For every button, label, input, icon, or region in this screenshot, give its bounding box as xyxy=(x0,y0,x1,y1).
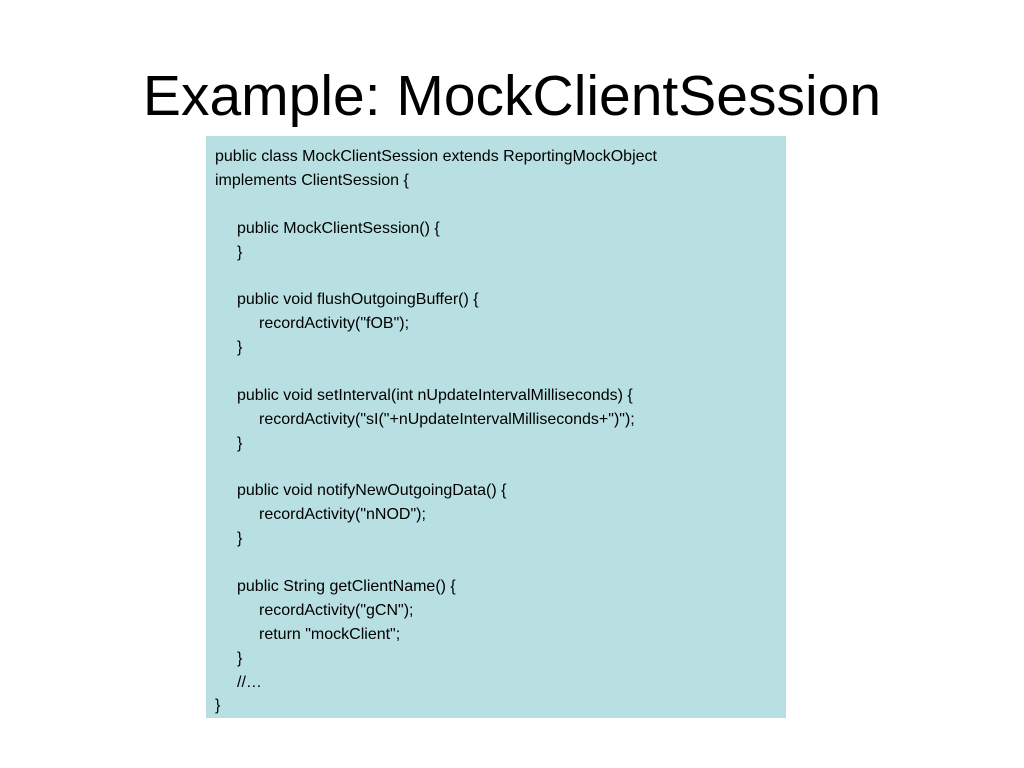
code-line: return "mockClient"; xyxy=(259,625,401,643)
code-line: implements ClientSession { xyxy=(215,171,409,189)
code-line: } xyxy=(215,697,221,715)
code-line xyxy=(215,193,786,217)
code-line: public void flushOutgoingBuffer() { xyxy=(237,291,479,309)
code-line: public class MockClientSession extends R… xyxy=(215,148,657,165)
code-line xyxy=(215,551,786,575)
code-line: recordActivity("nNOD"); xyxy=(259,506,426,524)
code-line xyxy=(215,360,786,384)
code-line: recordActivity("gCN"); xyxy=(259,601,414,619)
code-line: } xyxy=(237,243,243,261)
code-line: recordActivity("fOB"); xyxy=(259,315,410,333)
slide-title: Example: MockClientSession xyxy=(142,64,882,128)
code-line: public void setInterval(int nUpdateInter… xyxy=(237,386,633,404)
code-line: } xyxy=(237,649,243,667)
code-line: } xyxy=(237,339,243,357)
code-line: //… xyxy=(237,673,262,691)
code-line xyxy=(215,264,786,288)
code-line: } xyxy=(237,434,243,452)
code-line: recordActivity("sI("+nUpdateIntervalMill… xyxy=(259,410,635,428)
code-line: } xyxy=(237,530,243,548)
code-block: public class MockClientSession extends R… xyxy=(206,136,786,718)
code-line: public String getClientName() { xyxy=(237,578,456,596)
code-line xyxy=(215,456,786,480)
code-line: public void notifyNewOutgoingData() { xyxy=(237,482,507,500)
code-line: public MockClientSession() { xyxy=(237,219,440,237)
